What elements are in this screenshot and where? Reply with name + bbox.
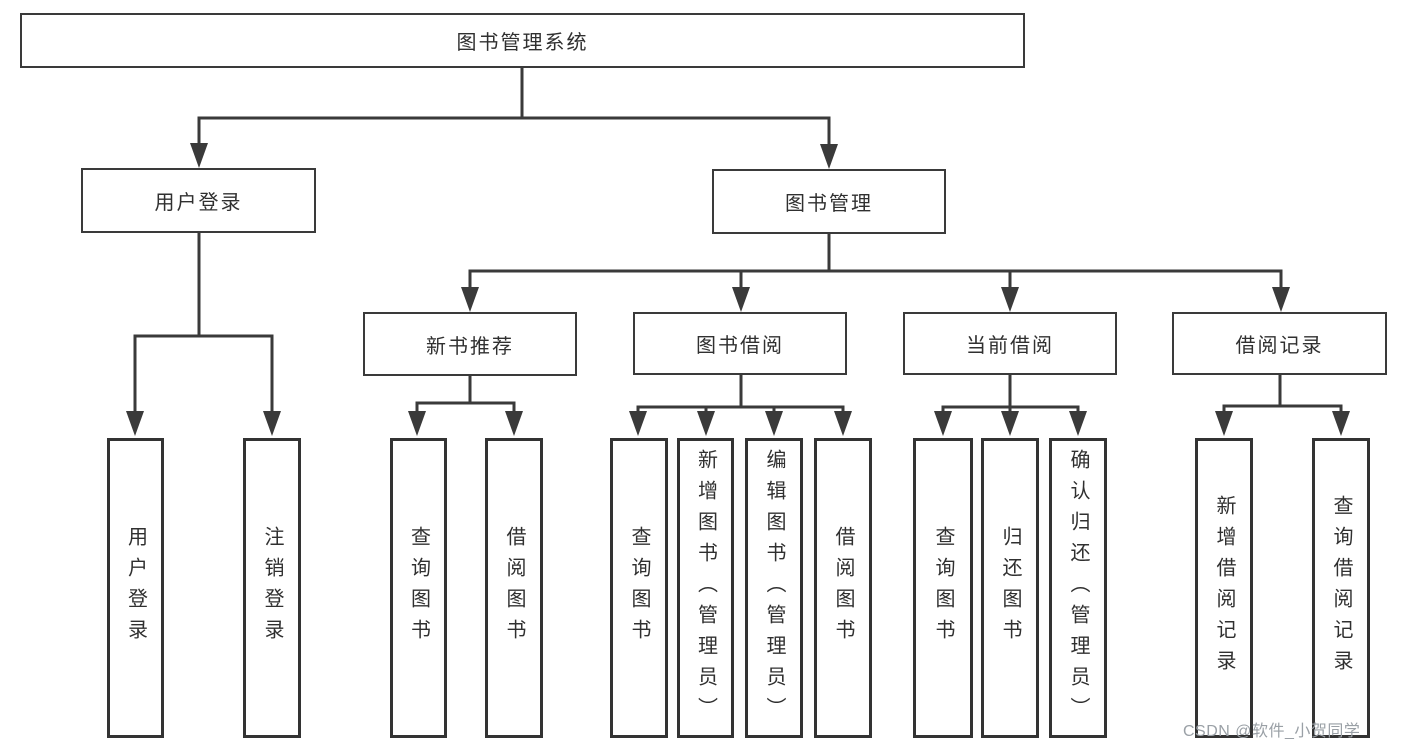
node-new-book-recommend: 新书推荐 [363, 312, 577, 376]
csdn-watermark: CSDN @软件_小贺同学 [1183, 723, 1361, 740]
leaf-query-book-3: 查询图书 [913, 438, 973, 738]
node-book-borrow: 图书借阅 [633, 312, 847, 375]
node-borrow-records: 借阅记录 [1172, 312, 1387, 375]
arrowheads [126, 143, 1350, 436]
leaf-add-borrow-record: 新增借阅记录 [1195, 438, 1253, 738]
leaf-logout: 注销登录 [243, 438, 301, 738]
leaf-edit-book-admin: 编辑图书（管理员） [745, 438, 803, 738]
node-book-management: 图书管理 [712, 169, 946, 234]
node-current-borrow: 当前借阅 [903, 312, 1117, 375]
leaf-return-book: 归还图书 [981, 438, 1039, 738]
leaf-user-login: 用户登录 [107, 438, 164, 738]
leaf-borrow-book-2: 借阅图书 [814, 438, 872, 738]
leaf-query-book-2: 查询图书 [610, 438, 668, 738]
leaf-confirm-return-admin: 确认归还（管理员） [1049, 438, 1107, 738]
leaf-query-book-1: 查询图书 [390, 438, 447, 738]
leaf-add-book-admin: 新增图书（管理员） [677, 438, 734, 738]
node-user-login: 用户登录 [81, 168, 316, 233]
node-root: 图书管理系统 [20, 13, 1025, 68]
leaf-borrow-book-1: 借阅图书 [485, 438, 543, 738]
leaf-query-borrow-record: 查询借阅记录 [1312, 438, 1370, 738]
